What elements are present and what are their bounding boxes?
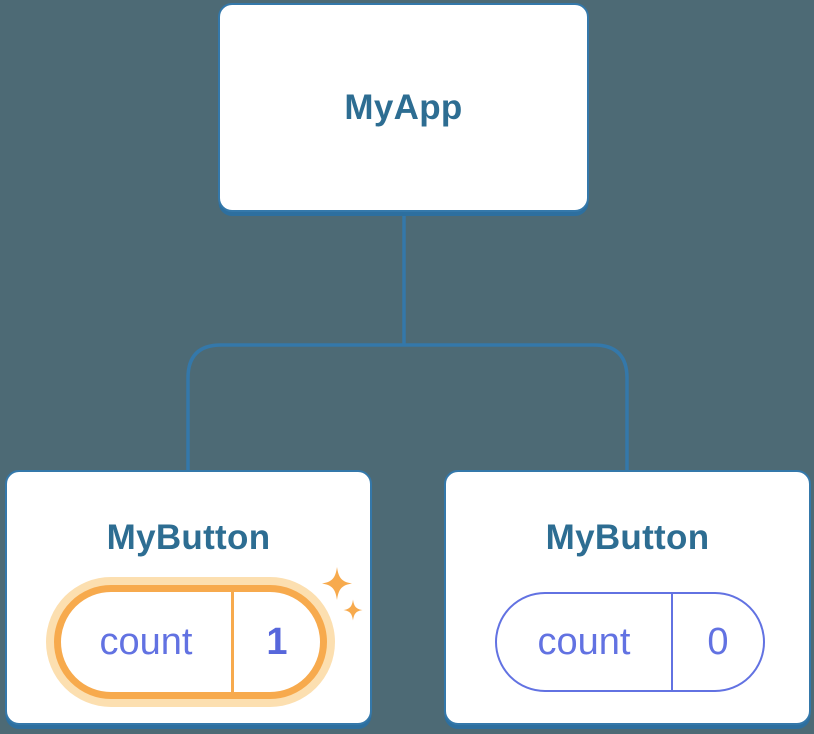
state-name-label: count	[99, 620, 193, 663]
sparkle-small-icon	[343, 599, 363, 621]
state-value: 0	[707, 620, 729, 663]
state-divider	[231, 592, 234, 692]
connector-branch	[186, 343, 629, 471]
state-divider	[671, 594, 673, 690]
state-name-label: count	[537, 620, 631, 663]
node-label-mybutton-1: MyButton	[106, 518, 271, 557]
node-mybutton-plain: MyButton count 0	[444, 470, 811, 725]
node-label-mybutton-2: MyButton	[545, 518, 710, 557]
sparkle-large-icon	[322, 567, 352, 600]
state-pill-count-0: count 0	[495, 592, 765, 692]
state-value: 1	[266, 620, 288, 663]
state-pill-count-1: count 1	[54, 585, 327, 699]
node-mybutton-highlighted: MyButton count 1	[5, 470, 372, 725]
node-myapp: MyApp	[218, 3, 589, 212]
node-label-myapp: MyApp	[344, 87, 463, 127]
